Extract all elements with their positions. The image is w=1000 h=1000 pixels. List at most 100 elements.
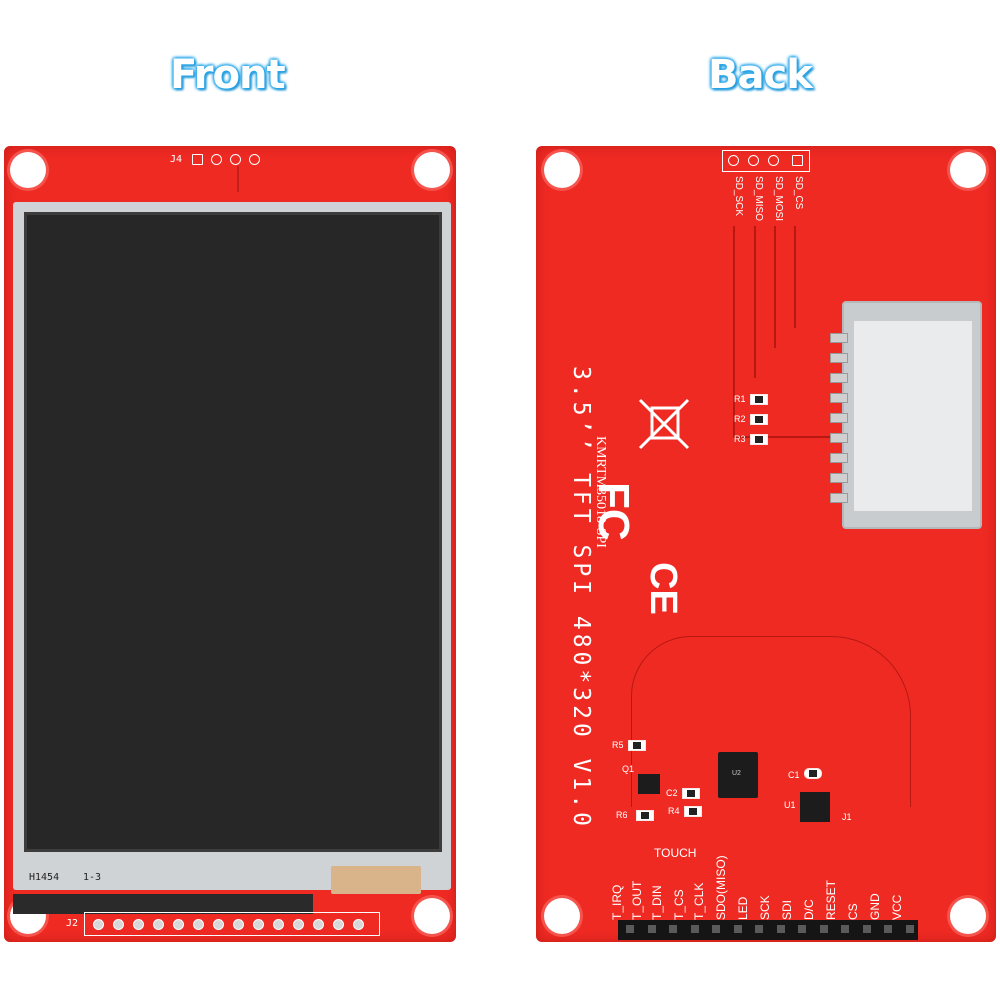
- back-header-pin: [647, 925, 656, 933]
- j4-pad-2: [211, 154, 222, 165]
- j2-label: J2: [66, 918, 79, 929]
- regulator-u1: [800, 792, 830, 822]
- j4-trace: [237, 166, 239, 192]
- fc-logo: FC: [589, 482, 638, 541]
- pin-label-t-cs: T_CS: [672, 889, 686, 920]
- j4-pad-4: [249, 154, 260, 165]
- trace-horizontal: [733, 436, 835, 438]
- pin-label-t-din: T_DIN: [650, 885, 664, 920]
- sd-lead: [830, 353, 848, 363]
- q1-label: Q1: [622, 764, 635, 774]
- trace-mosi: [774, 226, 776, 348]
- back-header-pin: [733, 925, 742, 933]
- back-header-pin: [905, 925, 914, 933]
- back-pin-header: [618, 920, 918, 940]
- resistor-r3: [750, 434, 768, 445]
- j2-pin: [173, 919, 184, 930]
- sd-lead: [830, 433, 848, 443]
- fpc-marking-2: 1-3: [83, 872, 102, 883]
- ce-logo: CE: [642, 562, 684, 615]
- r6-label: R6: [616, 810, 628, 820]
- pin-label-t-irq: T_IRQ: [610, 884, 624, 920]
- j2-pin: [273, 919, 284, 930]
- c1-label: C1: [788, 770, 800, 780]
- back-header-pin: [798, 925, 806, 933]
- model-title: 3.5’’ TFT SPI 480*320 V1.0: [568, 366, 594, 831]
- j2-pin: [313, 919, 324, 930]
- mount-hole-bottom-right: [950, 898, 986, 934]
- pin-label-gnd: GND: [868, 893, 882, 920]
- sd-header-outline: [722, 150, 810, 172]
- sd-lead: [830, 413, 848, 423]
- mount-hole-top-right: [414, 152, 450, 188]
- back-pcb-board: SD_SCK SD_MISO SD_MOSI SD_CS R1 R2 R3 3.…: [536, 146, 996, 942]
- j1-label: J1: [842, 812, 852, 822]
- back-header-pin: [884, 925, 892, 933]
- r2-label: R2: [734, 414, 746, 424]
- sd-lead: [830, 393, 848, 403]
- u2-label: U2: [732, 770, 741, 777]
- j2-pin: [333, 919, 344, 930]
- pin-label-t-clk: T_CLK: [692, 882, 706, 920]
- j2-pin: [193, 919, 204, 930]
- mount-hole-bottom-right: [414, 898, 450, 934]
- sd-pin-label-miso: SD_MISO: [753, 176, 764, 222]
- back-header-pin: [669, 925, 677, 933]
- j2-pin: [213, 919, 224, 930]
- resistor-r5: [628, 740, 646, 751]
- resistor-r6: [636, 810, 654, 821]
- r3-label: R3: [734, 434, 746, 444]
- lcd-module: H1454 1-3: [13, 202, 451, 914]
- sd-pad-1: [728, 155, 739, 166]
- touch-label: TOUCH: [654, 846, 697, 860]
- j4-pad-3: [230, 154, 241, 165]
- j2-pin: [113, 919, 124, 930]
- r1-label: R1: [734, 394, 746, 404]
- sd-pad-3: [768, 155, 779, 166]
- resistor-r1: [750, 394, 768, 405]
- fpc-connector: [331, 866, 421, 894]
- j4-label: J4: [170, 154, 183, 165]
- lcd-screen: [24, 212, 442, 852]
- u1-label: U1: [784, 800, 796, 810]
- capacitor-c1: [804, 768, 822, 779]
- trace-outline: [631, 636, 911, 807]
- mount-hole-top-left: [10, 152, 46, 188]
- fpc-marking: H1454: [29, 872, 60, 883]
- front-pcb-board: J4 H1454 1-3 J2: [4, 146, 456, 942]
- r4-label: R4: [668, 806, 680, 816]
- sd-pin-label-sck: SD_SCK: [733, 176, 744, 217]
- j2-pin: [353, 919, 364, 930]
- trace-sck: [733, 226, 735, 438]
- j2-pin: [93, 919, 104, 930]
- sd-lead: [830, 473, 848, 483]
- capacitor-c2: [682, 788, 700, 799]
- transistor-q1: [638, 774, 660, 794]
- back-header-pin: [626, 925, 634, 933]
- sd-pin-label-cs: SD_CS: [793, 176, 804, 210]
- back-header-pin: [819, 925, 828, 933]
- back-heading: Back: [708, 52, 813, 98]
- j2-pin-header: [84, 912, 380, 936]
- sd-lead: [830, 373, 848, 383]
- back-header-pin: [862, 925, 871, 933]
- sd-pad-2: [748, 155, 759, 166]
- j2-pin: [253, 919, 264, 930]
- pin-label-reset: RESET: [824, 879, 838, 920]
- back-header-pin: [712, 925, 720, 933]
- pin-label-dc: D/C: [802, 899, 816, 920]
- c2-label: C2: [666, 788, 678, 798]
- front-heading: Front: [170, 52, 286, 98]
- pin-label-led: LED: [736, 896, 750, 920]
- sd-pad-4: [792, 155, 803, 166]
- j2-pin: [153, 919, 164, 930]
- r5-label: R5: [612, 740, 624, 750]
- weee-recycle-icon: [638, 398, 690, 450]
- j2-pin: [293, 919, 304, 930]
- resistor-r2: [750, 414, 768, 425]
- sd-card-slot: [830, 301, 982, 529]
- pin-label-sdo-miso: SDO(MISO): [714, 855, 728, 920]
- resistor-r4: [684, 806, 702, 817]
- back-header-pin: [841, 925, 849, 933]
- mount-hole-top-left: [544, 152, 580, 188]
